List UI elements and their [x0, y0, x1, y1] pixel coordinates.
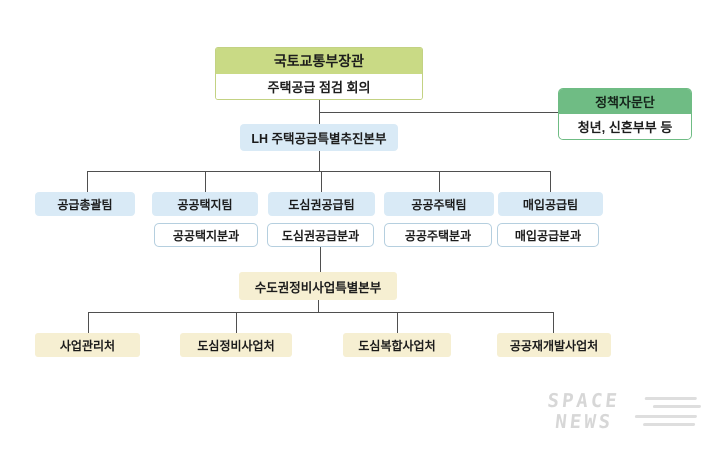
advisory-subtitle: 청년, 신혼부부 등: [559, 114, 691, 139]
ministry-box: 국토교통부장관 주택공급 점검 회의: [215, 47, 423, 100]
team-box: 도심권공급팀: [268, 192, 375, 216]
department-box: 사업관리처: [35, 333, 140, 357]
connector-dept-drop: [397, 312, 398, 333]
subdivision-box: 공공택지분과: [154, 223, 258, 247]
connector-advisory-branch: [319, 112, 558, 113]
team-box: 공공택지팀: [152, 192, 258, 216]
subdivision-box: 매입공급분과: [497, 223, 599, 247]
connector-sub-to-metro: [320, 247, 321, 272]
department-box: 도심정비사업처: [180, 333, 292, 357]
connector-lh-vertical: [319, 151, 320, 171]
team-box: 공공주택팀: [384, 192, 494, 216]
subdivision-box: 도심권공급분과: [267, 223, 374, 247]
advisory-box: 정책자문단 청년, 신혼부부 등: [558, 88, 692, 140]
department-box: 공공재개발사업처: [497, 333, 611, 357]
lh-headquarters-box: LH 주택공급특별추진본부: [240, 124, 398, 151]
watermark-text-space: SPACE: [546, 390, 621, 412]
connector-departments-bus: [88, 312, 553, 313]
spacenews-watermark-logo: SPACE NEWS: [537, 388, 708, 443]
watermark-speedline: [642, 423, 696, 426]
ministry-title: 국토교통부장관: [216, 48, 422, 74]
advisory-title: 정책자문단: [559, 89, 691, 115]
watermark-speedline: [634, 415, 698, 418]
connector-team-drop: [87, 171, 88, 192]
connector-metro-vertical: [318, 300, 319, 312]
connector-team-drop: [205, 171, 206, 192]
connector-dept-drop: [553, 312, 554, 333]
connector-team-drop: [439, 171, 440, 192]
metro-headquarters-box: 수도권정비사업특별본부: [239, 272, 397, 300]
team-box: 매입공급팀: [498, 192, 603, 216]
team-box: 공급총괄팀: [35, 192, 135, 216]
subdivision-box: 공공주택분과: [384, 223, 492, 247]
connector-team-drop: [321, 171, 322, 192]
connector-dept-drop: [88, 312, 89, 333]
connector-dept-drop: [236, 312, 237, 333]
connector-teams-bus: [87, 171, 551, 172]
ministry-subtitle: 주택공급 점검 회의: [216, 73, 422, 99]
department-box: 도심복합사업처: [343, 333, 451, 357]
watermark-text-news: NEWS: [554, 411, 615, 433]
watermark-speedline: [652, 405, 702, 408]
connector-team-drop: [550, 171, 551, 192]
watermark-speedline: [644, 397, 697, 400]
